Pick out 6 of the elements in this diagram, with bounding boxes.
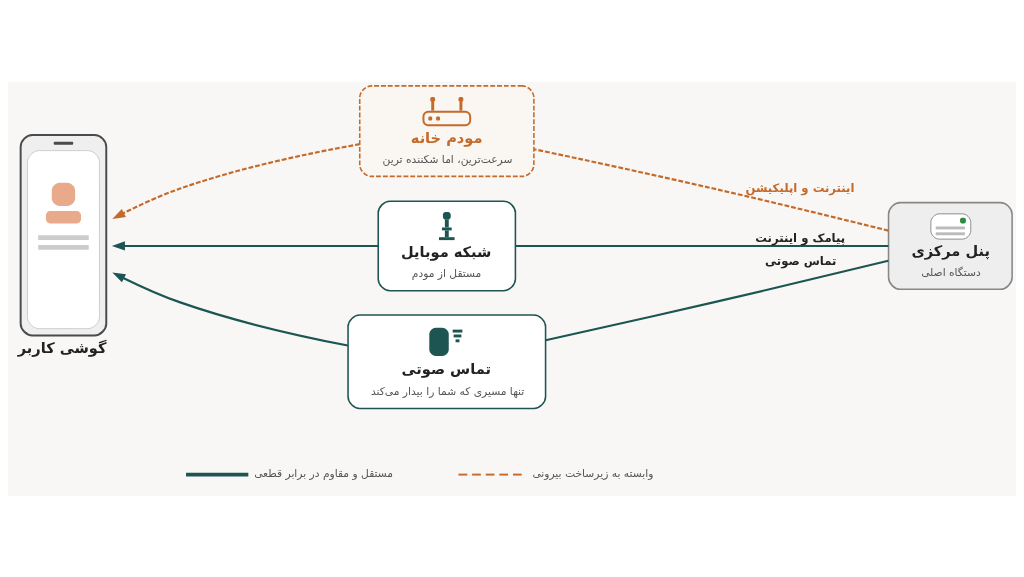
node-label: گوشی کاربر	[17, 338, 107, 356]
edge-label: پیامک و اینترنت	[755, 230, 846, 245]
legend-label: مستقل و مقاوم در برابر قطعی	[254, 466, 394, 480]
edge-label: تماس صوتی	[764, 253, 837, 268]
edge-label: اینترنت و اپلیکیشن	[745, 180, 855, 195]
legend-label: وابسته به زیرساخت بیرونی	[532, 466, 654, 480]
